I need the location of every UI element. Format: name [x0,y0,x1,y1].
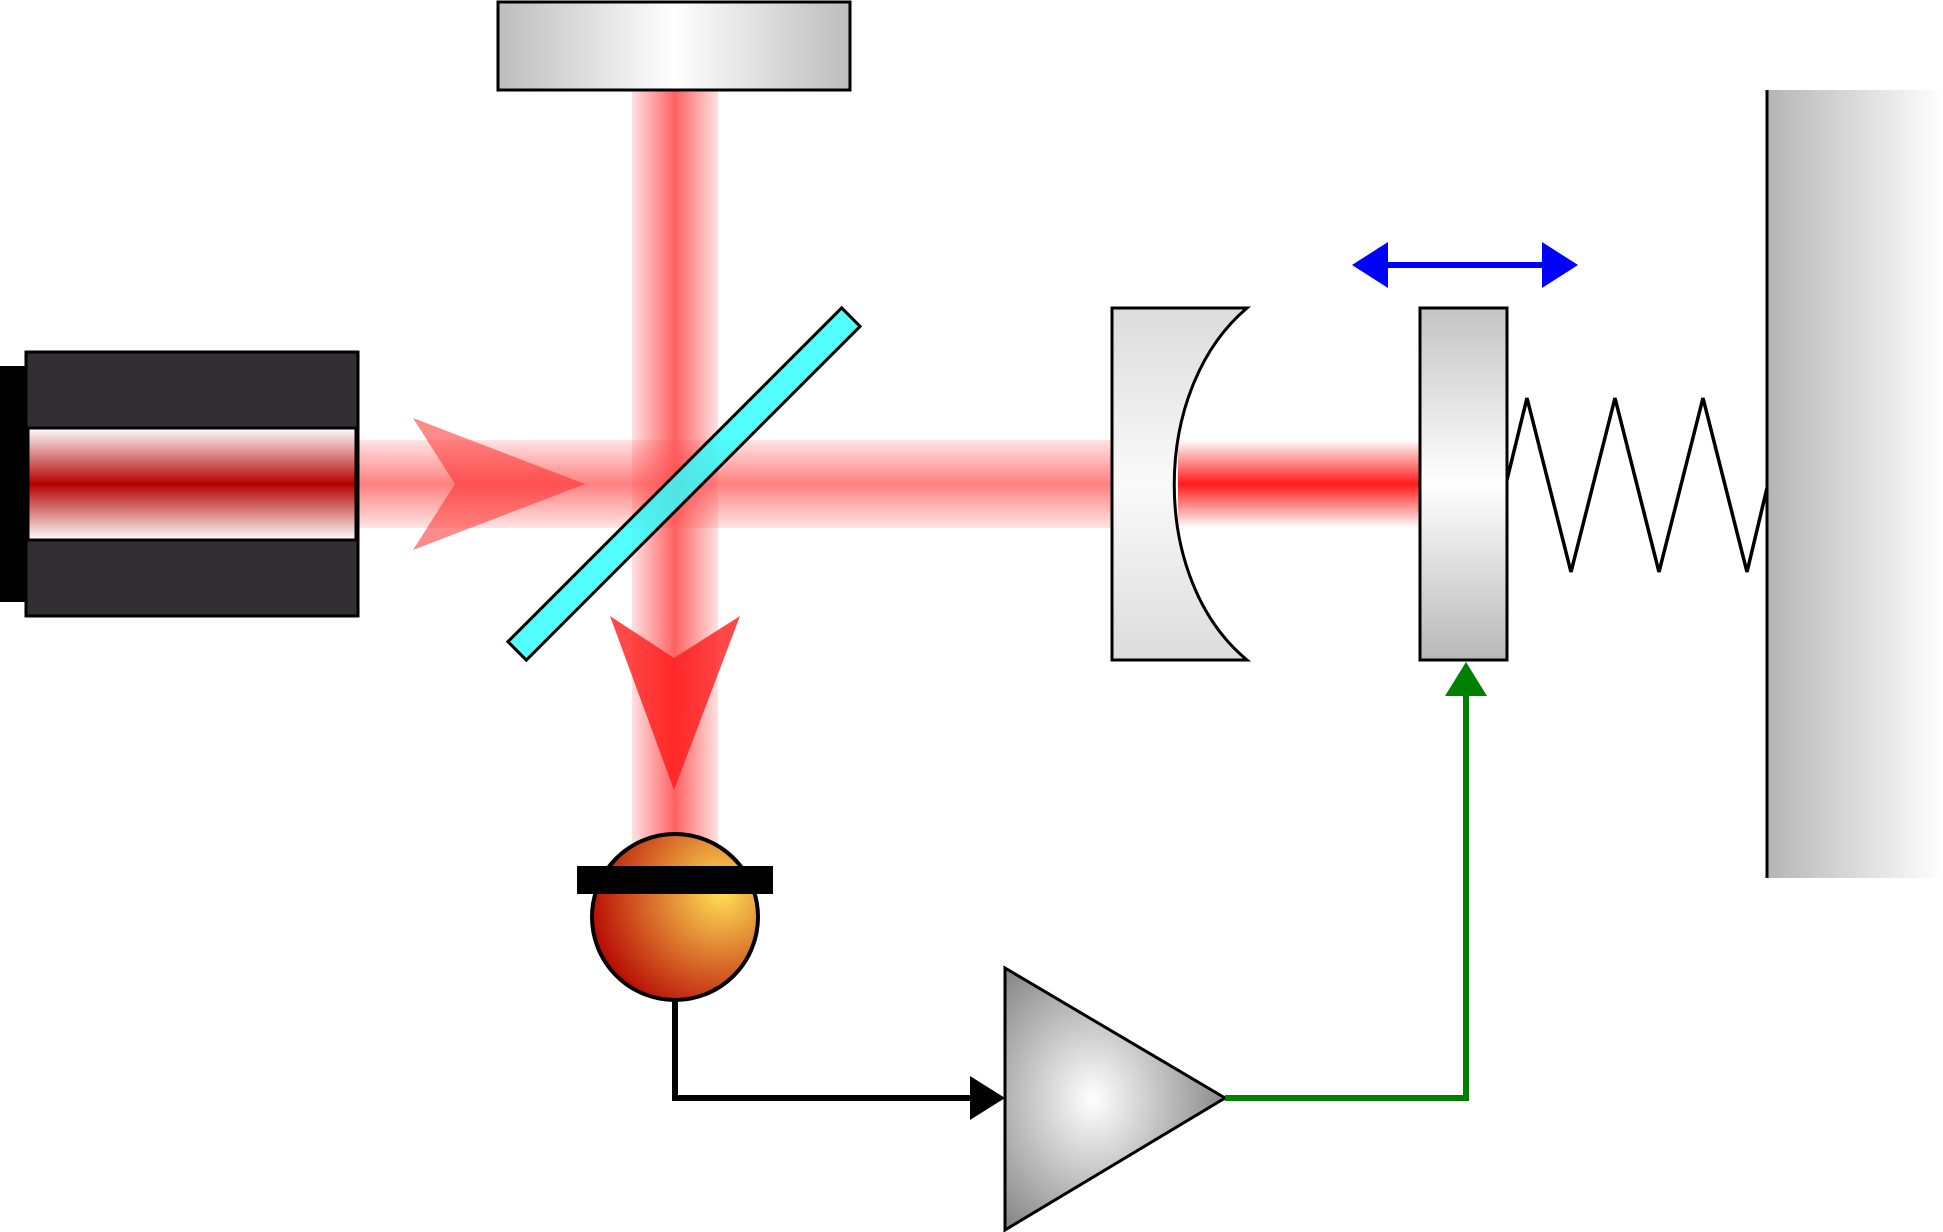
spring-icon [1503,397,1769,573]
beam-splitter [505,305,863,663]
signal-line [672,1000,980,1101]
curved-mirror-icon [1110,306,1252,662]
laser-source [0,350,360,618]
laser-back-cap [0,366,26,602]
beam-direction-down-icon [610,616,740,790]
photodetector [577,832,773,1002]
cavity-beam [1178,440,1422,528]
laser-gain-medium [26,426,358,542]
movable-mirror-icon [1418,306,1509,662]
feedback-arrow-icon [1445,662,1487,696]
signal-arrow-icon [970,1076,1005,1120]
amplifier-icon [1003,965,1228,1232]
wall-icon [1767,90,1943,878]
photodiode-window [577,866,773,894]
wall [1765,90,1943,878]
reference-mirror [496,0,852,92]
photodiode-icon [590,832,760,1002]
beam-splitter-icon [505,305,863,663]
measurement-beam [718,440,1112,528]
feedback-line [1225,690,1469,1101]
beam-direction-right-icon [413,418,585,550]
motion-arrow-icon [1352,242,1578,288]
